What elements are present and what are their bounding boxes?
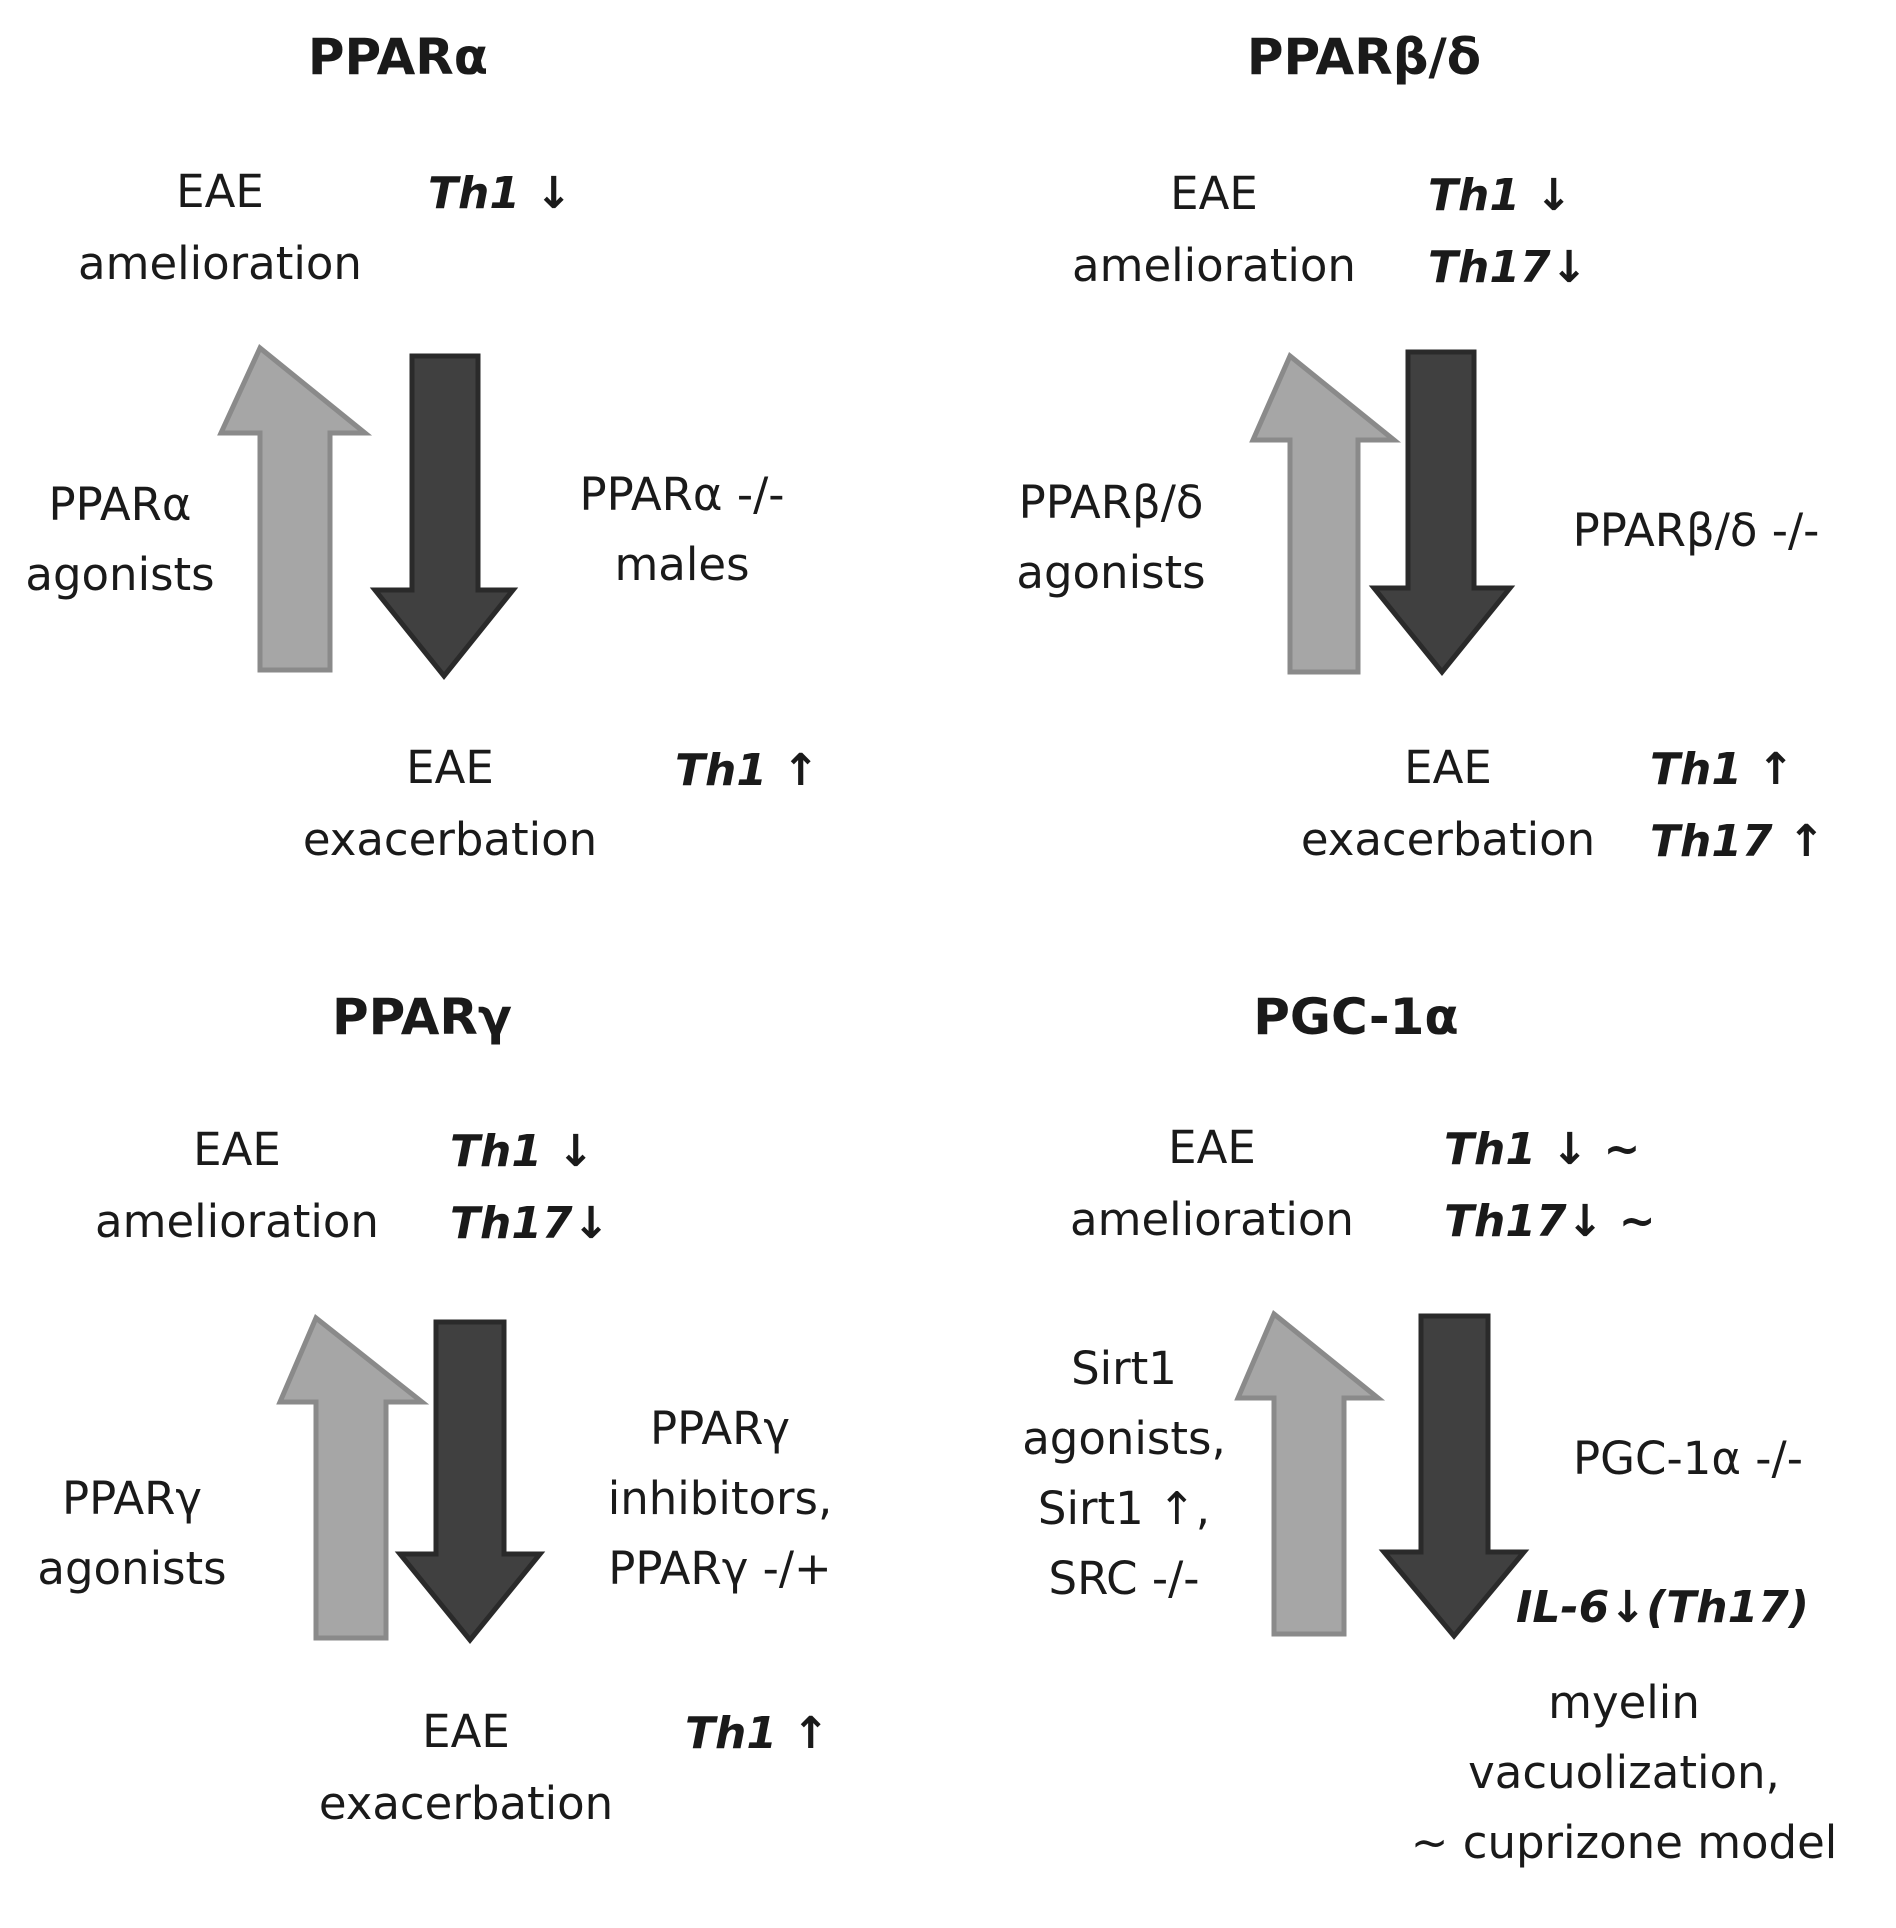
right-label: PPARβ/δ -/-	[1572, 504, 1820, 557]
top-markers: Th1 ↓ Th17↓	[1428, 170, 1588, 293]
bottom-state-label: EAE exacerbation	[302, 741, 598, 866]
up-arrow	[1234, 1309, 1386, 1637]
top-state-label: EAE amelioration	[1072, 167, 1356, 292]
panel-ppar-beta-delta: PPARβ/δ EAE amelioration Th1 ↓ Th17↓ PPA…	[948, 0, 1896, 964]
bottom-markers: Th1 ↑	[675, 745, 820, 796]
right-label: PPARα -/- males	[579, 468, 785, 591]
down-arrow	[1368, 349, 1516, 676]
bottom-markers: Th1 ↑ Th17 ↑	[1650, 744, 1825, 867]
panel-title: PPARγ	[332, 988, 512, 1046]
up-arrow	[276, 1314, 430, 1641]
left-label: PPARα agonists	[25, 478, 215, 601]
right-label: PGC-1α -/-	[1573, 1432, 1803, 1485]
panel-title: PGC-1α	[1253, 988, 1459, 1046]
left-label: PPARβ/δ agonists	[1016, 476, 1206, 599]
top-state-label: EAE amelioration	[1070, 1121, 1354, 1246]
top-state-label: EAE amelioration	[95, 1123, 379, 1248]
left-label: PPARγ agonists	[37, 1472, 227, 1595]
arrows	[276, 1314, 546, 1644]
arrows	[1249, 349, 1516, 676]
up-arrow	[1249, 352, 1402, 675]
bottom-markers: Th1 ↑	[685, 1708, 830, 1759]
top-markers: Th1 ↓	[428, 168, 573, 219]
arrows	[1234, 1309, 1530, 1640]
panel-ppar-gamma: PPARγ EAE amelioration Th1 ↓ Th17↓ PPARγ…	[0, 964, 948, 1928]
left-label: Sirt1 agonists, Sirt1 ↑, SRC -/-	[1022, 1342, 1226, 1605]
bottom-markers: IL-6↓(Th17)	[1516, 1582, 1809, 1633]
down-arrow	[394, 1319, 546, 1644]
arrows	[217, 344, 519, 680]
top-markers: Th1 ↓ Th17↓	[450, 1126, 610, 1249]
bottom-state-label: myelin vacuolization, ~ cuprizone model	[1410, 1676, 1838, 1869]
bottom-state-label: EAE exacerbation	[1300, 741, 1596, 866]
top-markers: Th1 ↓ ~ Th17↓ ~	[1444, 1124, 1656, 1247]
panel-ppar-alpha: PPARα EAE amelioration Th1 ↓ PPARα agoni…	[0, 0, 948, 964]
panel-title: PPARβ/δ	[1246, 28, 1482, 86]
down-arrow	[1378, 1313, 1530, 1640]
bottom-state-label: EAE exacerbation	[318, 1705, 614, 1830]
panel-pgc-1-alpha: PGC-1α EAE amelioration Th1 ↓ ~ Th17↓ ~ …	[948, 964, 1896, 1928]
top-state-label: EAE amelioration	[78, 165, 362, 290]
panel-title: PPARα	[307, 28, 489, 86]
down-arrow	[369, 353, 519, 680]
up-arrow	[217, 344, 373, 673]
right-label: PPARγ inhibitors, PPARγ -/+	[607, 1402, 833, 1595]
